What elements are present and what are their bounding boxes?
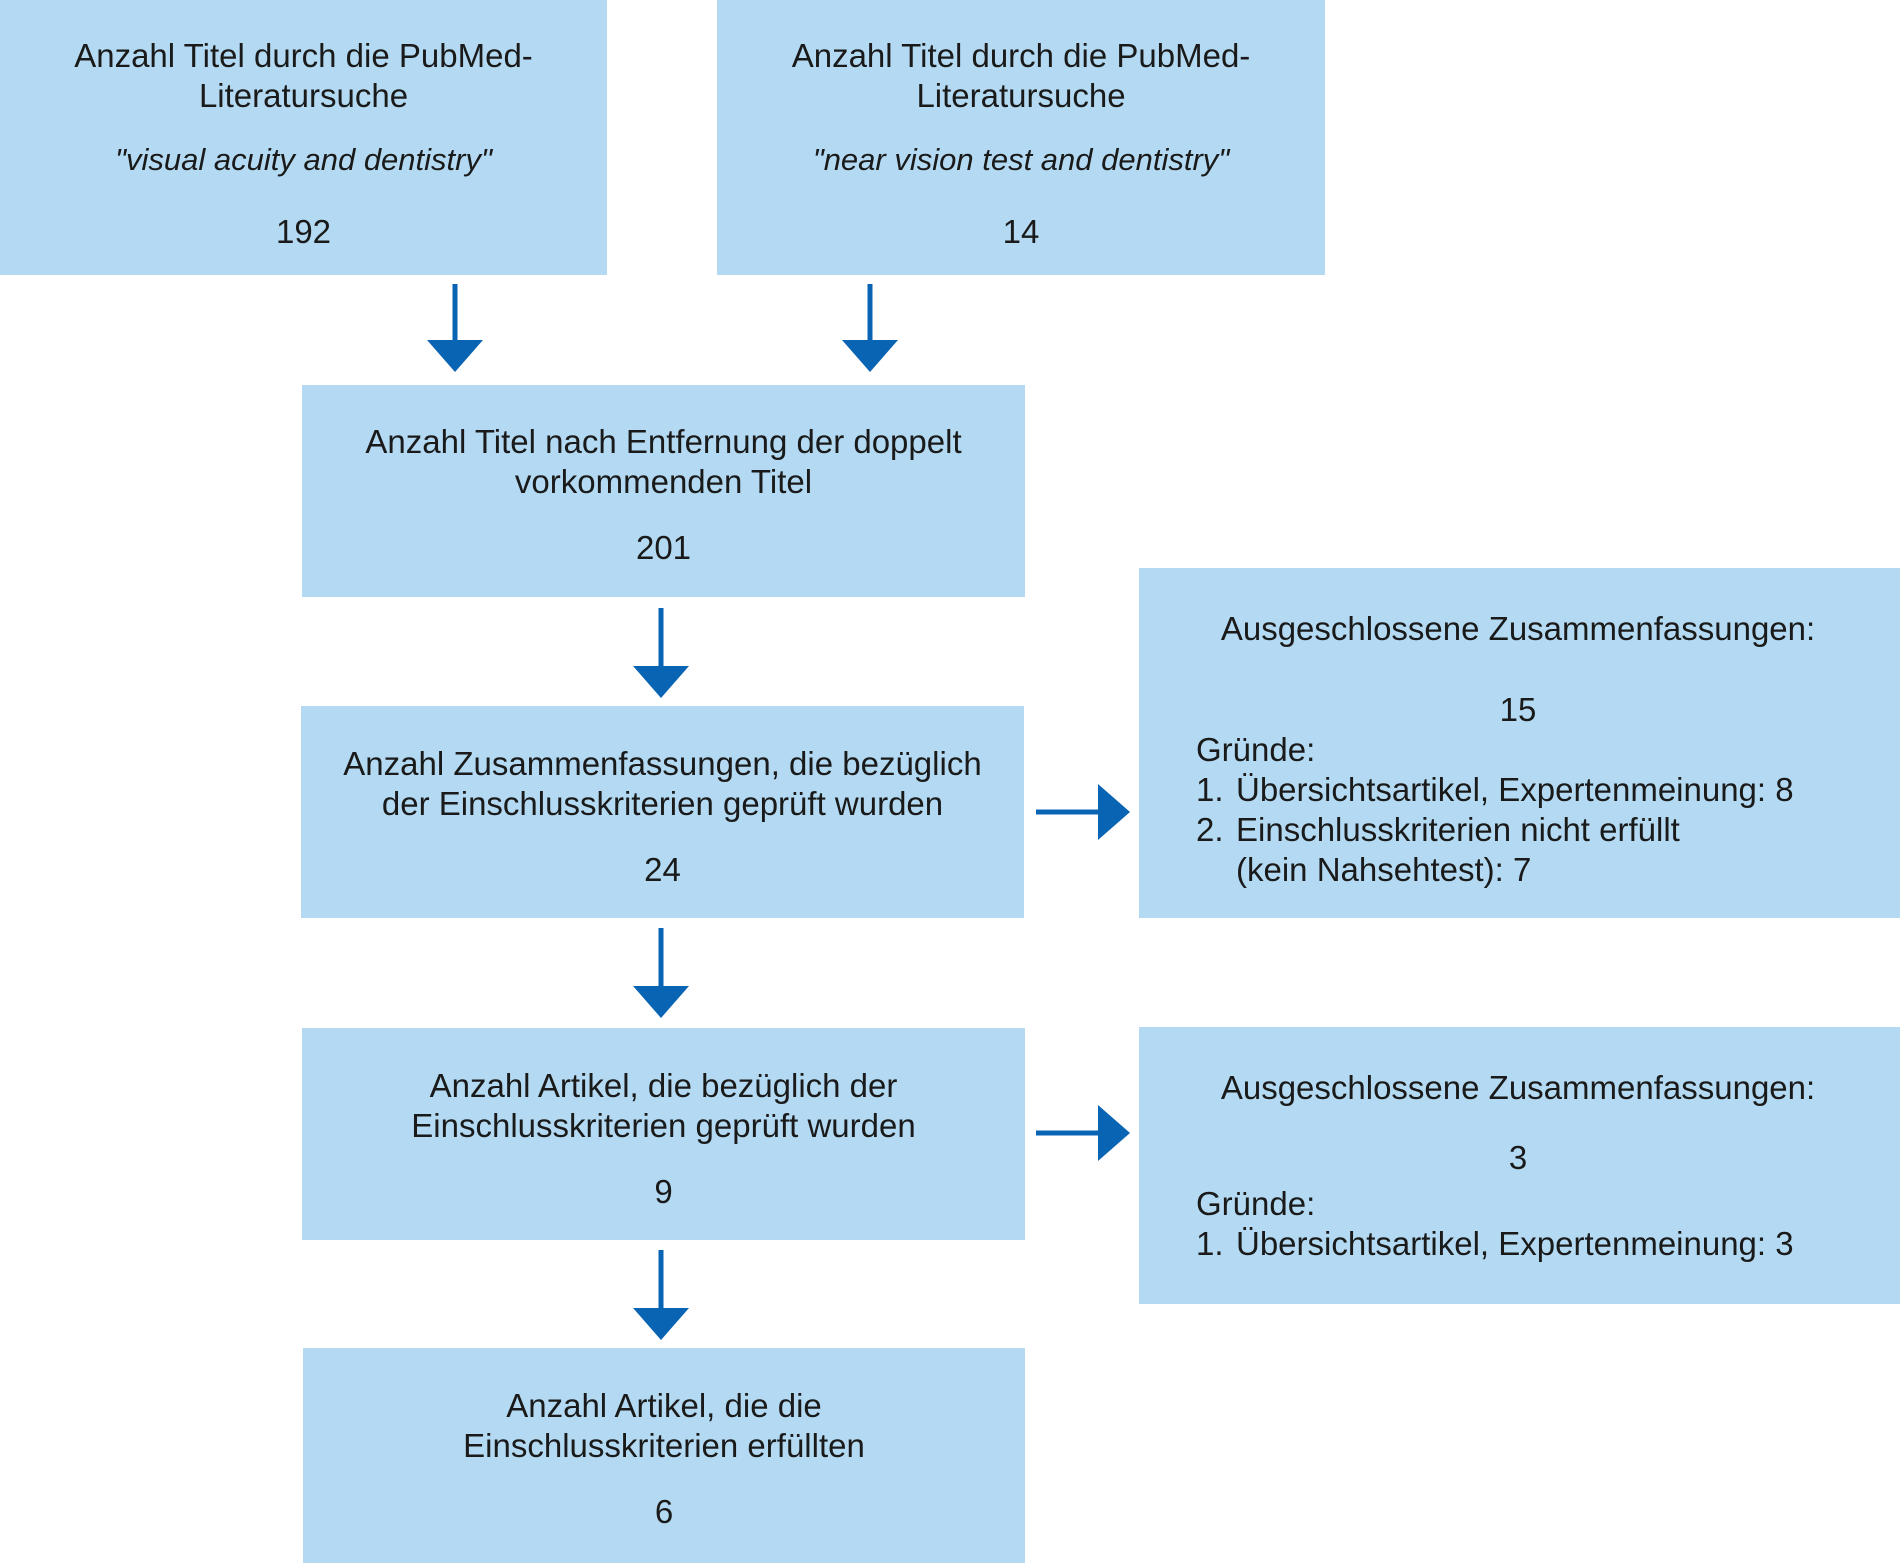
articles-screened-title-line1: Anzahl Artikel, die bezüglich der [429,1067,898,1104]
search-b-query: "near vision test and dentistry" [812,142,1230,177]
arrow-down-icon [842,284,898,372]
included-box: Anzahl Artikel, die die Einschlusskriter… [303,1348,1025,1563]
deduplicated-title-line1: Anzahl Titel nach Entfernung der doppelt [365,423,962,460]
arrow-right-icon [1036,1105,1130,1161]
search-b-title-line1: Anzahl Titel durch die PubMed- [791,37,1251,74]
abstracts-screened-count: 24 [644,851,681,888]
excluded-articles-title: Ausgeschlossene Zusammenfassungen: [1220,1069,1816,1106]
reason-number: 2. [1196,811,1224,848]
arrow-down-icon [633,608,689,698]
search-b-title-line2: Literatursuche [916,77,1126,114]
included-title-line1: Anzahl Artikel, die die [506,1387,822,1424]
search-a-count: 192 [275,213,332,250]
search-a-title-line1: Anzahl Titel durch die PubMed- [74,37,533,74]
search-box-visual-acuity: Anzahl Titel durch die PubMed- Literatur… [0,0,607,275]
search-box-near-vision: Anzahl Titel durch die PubMed- Literatur… [717,0,1325,275]
excluded-articles-reasons-label: Gründe: [1196,1185,1316,1222]
articles-screened-title-line2: Einschlusskriterien geprüft wurden [411,1107,916,1144]
excluded-articles-reasons: 1. Übersichtsartikel, Expertenmeinung: 3 [1196,1224,1900,1264]
reason-number: 1. [1196,771,1224,808]
articles-screened-count: 9 [654,1173,673,1210]
abstracts-screened-box: Anzahl Zusammenfassungen, die bezüglich … [301,706,1024,918]
search-b-count: 14 [1002,213,1040,250]
reason-text: Übersichtsartikel, Expertenmeinung: 3 [1236,1225,1794,1262]
search-a-title-line2: Literatursuche [198,77,409,114]
arrow-down-icon [427,284,483,372]
deduplicated-box: Anzahl Titel nach Entfernung der doppelt… [302,385,1025,597]
search-a-query: "visual acuity and dentistry" [115,142,492,177]
included-count: 6 [654,1493,674,1530]
arrow-right-icon [1036,784,1130,840]
included-title-line2: Einschlusskriterien erfüllten [463,1427,865,1464]
reason-text-line2: (kein Nahsehtest): 7 [1236,851,1532,888]
list-item: 2. Einschlusskriterien nicht erfüllt (ke… [1196,810,1900,890]
arrow-down-icon [633,928,689,1018]
excluded-abstracts-reasons-label: Gründe: [1196,731,1316,768]
reason-text: Übersichtsartikel, Expertenmeinung: 8 [1236,771,1794,808]
reason-text-line1: Einschlusskriterien nicht erfüllt [1236,811,1680,848]
excluded-articles-box: Ausgeschlossene Zusammenfassungen: 3 Grü… [1139,1027,1900,1304]
abstracts-screened-title-line1: Anzahl Zusammenfassungen, die bezüglich [343,745,982,782]
reason-number: 1. [1196,1225,1224,1262]
abstracts-screened-title-line2: der Einschlusskriterien geprüft wurden [381,785,944,822]
deduplicated-title-line2: vorkommenden Titel [514,463,813,500]
excluded-articles-count: 3 [1508,1139,1528,1176]
reason-text: Einschlusskriterien nicht erfüllt (kein … [1236,810,1680,890]
excluded-abstracts-title: Ausgeschlossene Zusammenfassungen: [1220,610,1816,647]
excluded-abstracts-count: 15 [1499,691,1537,728]
excluded-abstracts-box: Ausgeschlossene Zusammenfassungen: 15 Gr… [1139,568,1900,918]
arrow-down-icon [633,1250,689,1340]
articles-screened-box: Anzahl Artikel, die bezüglich der Einsch… [302,1028,1025,1240]
deduplicated-count: 201 [635,529,692,566]
list-item: 1. Übersichtsartikel, Expertenmeinung: 8 [1196,770,1900,810]
list-item: 1. Übersichtsartikel, Expertenmeinung: 3 [1196,1224,1900,1264]
excluded-abstracts-reasons: 1. Übersichtsartikel, Expertenmeinung: 8… [1196,770,1900,890]
